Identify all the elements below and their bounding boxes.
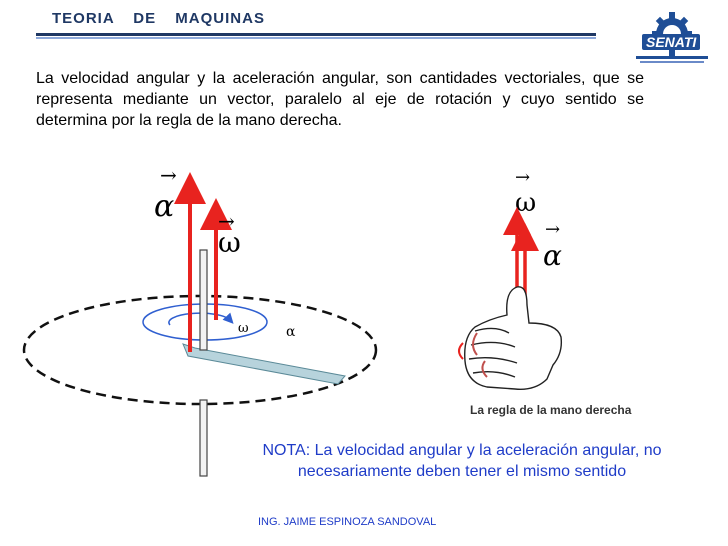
omega-symbol: ω (515, 188, 536, 218)
intro-paragraph: La velocidad angular y la aceleración an… (36, 70, 644, 129)
right-hand-rule-figure: → ω → α (445, 165, 675, 425)
alpha-small-label: α (286, 324, 296, 340)
omega-small-label: ω (238, 321, 249, 336)
rotating-plate (182, 343, 346, 385)
alpha-arrow-symbol: → (545, 219, 560, 240)
page-title: TEORIA DE MAQUINAS (52, 10, 265, 27)
alpha-arrow-symbol: → (160, 170, 177, 187)
note-label: NOTA (262, 442, 306, 459)
omega-arrow-symbol: → (515, 167, 530, 188)
note-body: : La velocidad angular y la aceleración … (297, 442, 662, 480)
logo-wordmark: SENATI (642, 34, 701, 50)
header-divider-light (36, 37, 596, 39)
header-divider (36, 33, 596, 36)
hand-rule-caption: La regla de la mano derecha (470, 403, 632, 417)
axis-rod-top (199, 249, 208, 351)
rotation-diagram: → α → ω ω α (20, 163, 390, 490)
footer-author: ING. JAIME ESPINOZA SANDOVAL (258, 516, 437, 528)
note-text: NOTA: La velocidad angular y la acelerac… (252, 440, 672, 482)
hand-illustration (464, 286, 563, 390)
senati-logo: SENATI (626, 12, 718, 70)
alpha-symbol: α (154, 189, 174, 224)
omega-symbol: ω (218, 226, 241, 259)
alpha-symbol: α (543, 239, 562, 272)
omega-arrow-symbol: → (218, 209, 235, 233)
axis-rod-bottom (199, 399, 208, 477)
